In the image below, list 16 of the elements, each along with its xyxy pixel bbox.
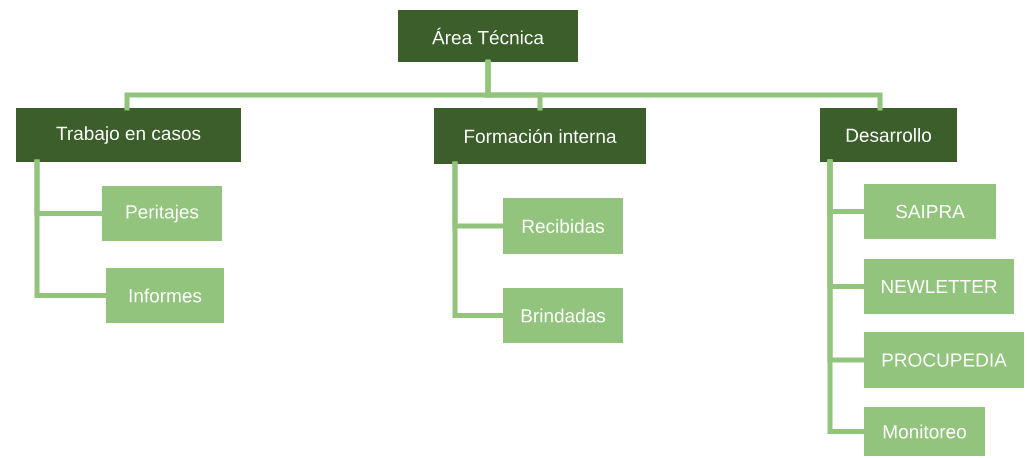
heading-box: Trabajo en casos [16,108,241,162]
connector-line [34,159,109,298]
item-box: Recibidas [503,198,623,254]
item-box: Peritajes [102,186,222,241]
item-box: Brindadas [503,288,623,343]
item-box: Monitoreo [864,407,985,456]
connector-line [485,59,883,111]
item-box: Informes [106,268,224,323]
item-box: PROCUPEDIA [864,332,1024,388]
connector-line [452,161,506,318]
heading-box: Área Técnica [398,10,578,62]
item-box: SAIPRA [864,184,996,239]
item-box: NEWLETTER [864,259,1014,314]
connector-line [827,159,867,434]
heading-box: Formación interna [434,108,646,164]
heading-box: Desarrollo [820,108,957,162]
